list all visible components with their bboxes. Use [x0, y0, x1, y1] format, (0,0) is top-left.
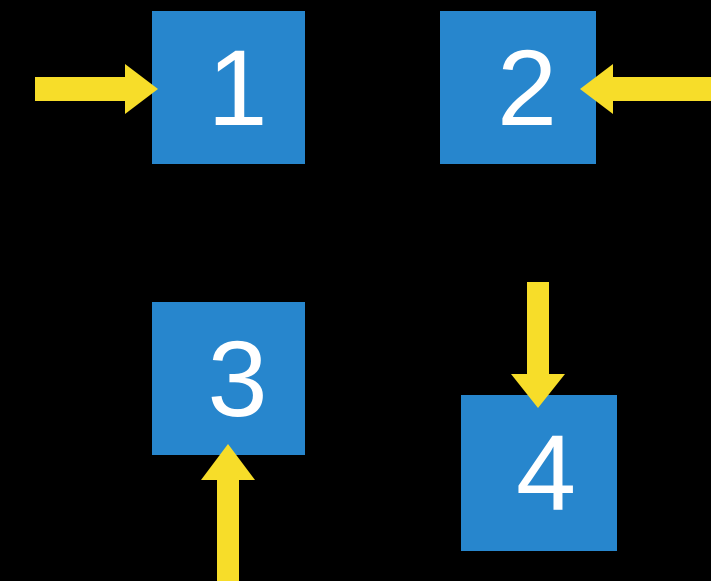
arrow-down-into-node-4 [511, 282, 565, 408]
node-label-4: 4 [515, 412, 577, 533]
node-box-1[interactable] [152, 11, 305, 164]
arrow-left-into-node-2 [580, 64, 711, 114]
arrow-right-icon [35, 64, 158, 114]
node-label-1: 1 [207, 27, 268, 148]
node-label-3: 3 [207, 318, 268, 439]
arrow-up-into-node-3 [201, 444, 255, 581]
node-box-3[interactable] [152, 302, 305, 455]
node-box-2[interactable] [440, 11, 596, 164]
node-box-4[interactable] [461, 395, 617, 551]
arrow-up-icon [201, 444, 255, 581]
node-label-2: 2 [496, 27, 558, 148]
arrow-left-icon [580, 64, 711, 114]
arrow-right-into-node-1 [35, 64, 158, 114]
arrow-down-icon [511, 282, 565, 408]
